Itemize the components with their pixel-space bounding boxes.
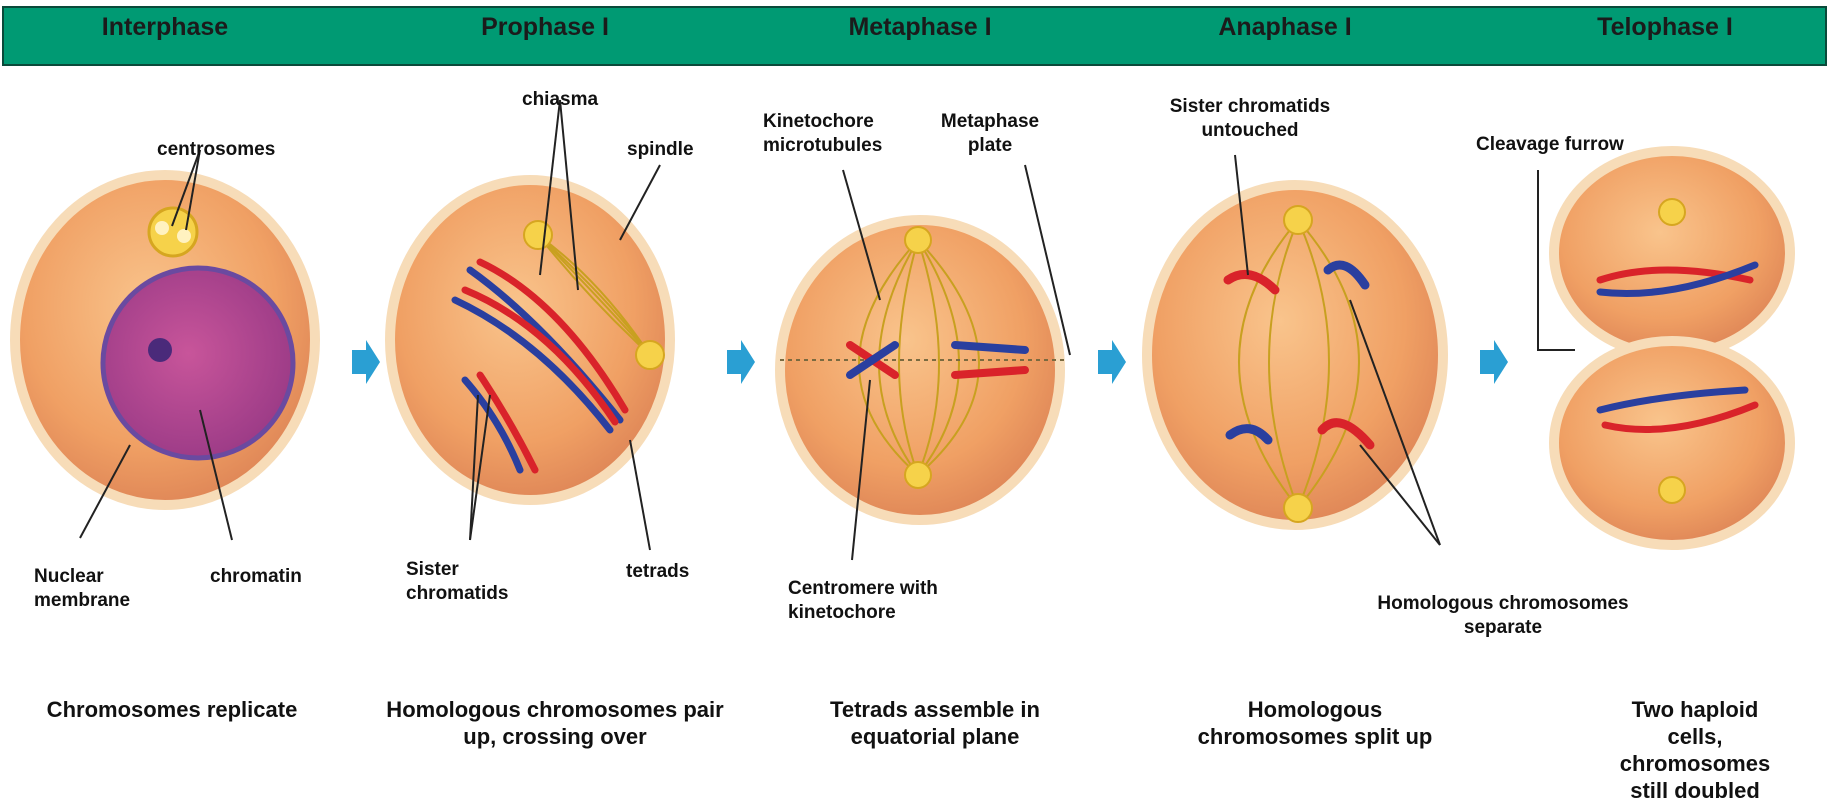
anaphase-cell — [1147, 155, 1443, 545]
interphase-cell — [15, 150, 315, 540]
label-cleavage-furrow: Cleavage furrow — [1476, 133, 1624, 157]
label-sister-chromatids-untouched: Sister chromatids untouched — [1170, 95, 1331, 143]
phase-title-telophase: Telophase I — [1597, 13, 1733, 42]
centrosome-icon — [1284, 206, 1312, 234]
centrosome-icon — [1659, 199, 1685, 225]
label-chiasma: chiasma — [522, 88, 598, 112]
arrow-icon — [1098, 340, 1126, 384]
prophase-cell — [390, 100, 670, 550]
centrosome-icon — [1659, 477, 1685, 503]
centrosome-icon — [905, 462, 931, 488]
nucleus — [103, 268, 293, 458]
label-spindle: spindle — [627, 138, 694, 162]
phase-title-prophase: Prophase I — [481, 13, 609, 42]
arrow-icon — [352, 340, 380, 384]
telophase-cells — [1538, 151, 1790, 545]
phase-title-interphase: Interphase — [102, 13, 228, 42]
label-centromere: Centromere with kinetochore — [788, 577, 938, 625]
caption-interphase: Chromosomes replicate — [47, 696, 298, 723]
centrosome-icon — [1284, 494, 1312, 522]
label-homologous-separate: Homologous chromosomes separate — [1377, 592, 1628, 640]
label-sister-chromatids: Sister chromatids — [406, 558, 508, 606]
centrosome-icon — [149, 208, 197, 256]
label-nuclear-membrane: Nuclear membrane — [34, 565, 130, 613]
phase-title-metaphase: Metaphase I — [848, 13, 991, 42]
label-tetrads: tetrads — [626, 560, 689, 584]
label-metaphase-plate: Metaphase plate — [941, 110, 1039, 158]
centrosome-icon — [524, 221, 552, 249]
label-centrosomes: centrosomes — [157, 138, 275, 162]
caption-telophase: Two haploid cells, chromosomes still dou… — [1620, 696, 1770, 804]
phase-title-anaphase: Anaphase I — [1218, 13, 1351, 42]
arrow-icon — [727, 340, 755, 384]
caption-metaphase: Tetrads assemble in equatorial plane — [830, 696, 1040, 750]
arrow-icon — [1480, 340, 1508, 384]
centrosome-icon — [905, 227, 931, 253]
metaphase-cell — [780, 165, 1070, 560]
centrosome-icon — [636, 341, 664, 369]
caption-anaphase: Homologous chromosomes split up — [1198, 696, 1433, 750]
caption-prophase: Homologous chromosomes pair up, crossing… — [386, 696, 723, 750]
label-kinetochore-microtubules: Kinetochore microtubules — [763, 110, 882, 158]
label-chromatin: chromatin — [210, 565, 302, 589]
